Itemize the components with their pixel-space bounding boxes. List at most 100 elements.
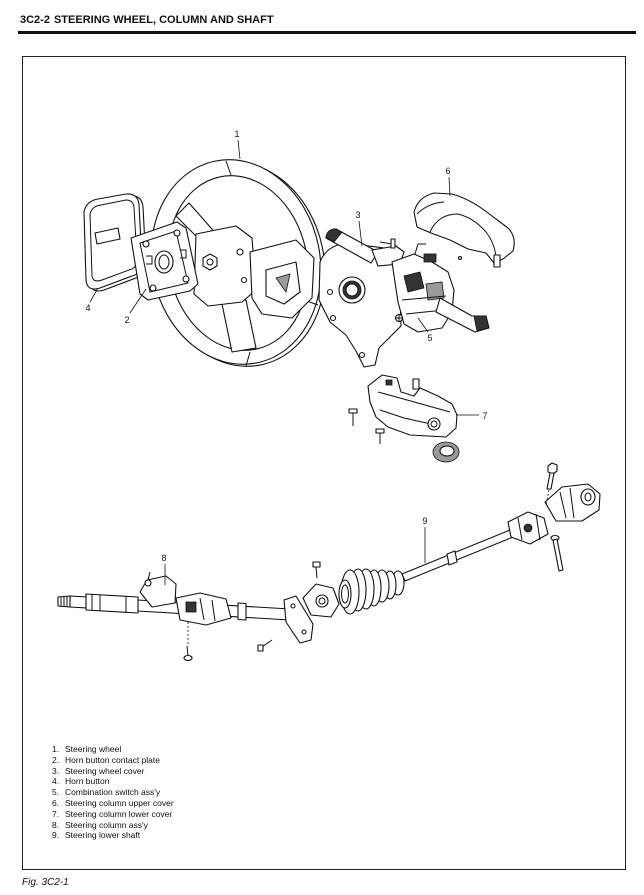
column-switch-housing [175,592,232,626]
legend-text: Steering wheel [65,744,122,754]
leader-line-4 [89,287,99,303]
callout-7: 7 [482,411,487,421]
column-rings [91,594,127,612]
legend-item: 3. Steering wheel cover [52,766,174,777]
bolt [257,639,273,652]
screw-head [375,428,385,434]
shaft-boot [338,568,405,615]
cover-hole [326,288,334,296]
steering-lower-shaft [302,462,601,618]
joint-pin [550,534,564,572]
legend-number: 4. [52,776,60,787]
assembly-line [545,489,550,507]
housing-block [185,601,197,613]
callout-6: 6 [445,166,450,176]
bolt-shank [186,645,189,657]
legend-number: 1. [52,744,60,754]
header-rule [18,31,636,34]
legend-number: 9. [52,830,60,841]
legend-number: 5. [52,787,60,798]
steering-column-lower-cover [367,374,458,438]
screw [375,428,385,444]
bolt [312,561,321,579]
screw-head [348,408,358,414]
page-number: 3C2-2 [20,14,50,26]
contact-plate-rib [139,230,189,293]
bracket-bolt-shank [147,571,151,581]
bearing-plate-ring [318,597,326,605]
legend-item: 4. Horn button [52,776,174,787]
hub [193,225,257,307]
flange-hole [290,603,296,609]
contact-plate-terminals [146,249,187,265]
horn-button [83,193,147,292]
legend-item: 9. Steering lower shaft [52,830,174,841]
legend-item: 8.Steering column ass'y [52,820,174,831]
legend-item: 5.Combination switch ass'y [52,787,174,798]
legend-item: 2.Horn button contact plate [52,755,174,766]
section-title: STEERING WHEEL, COLUMN AND SHAFT [53,14,274,26]
callout-8: 8 [161,553,166,563]
cover-hole [358,351,366,359]
boot-cuff [338,579,352,609]
steering-column-assembly [57,571,314,644]
bolt-head [257,644,264,652]
upper-cover-contour [429,213,497,257]
bolt-head [547,462,558,475]
bolt-shank [261,639,273,648]
screw [379,238,396,249]
switch-block [425,281,445,301]
screw [348,408,358,426]
leader-line-5 [417,317,429,333]
contact-plate-center-ring [158,254,170,270]
legend-item: 1. Steering wheel [52,744,174,755]
legend-number: 3. [52,765,60,776]
legend-text: Steering column upper cover [65,797,174,808]
bolt-shank [546,472,555,490]
legend-item: 6. Steering column upper cover [52,798,174,809]
cover-opening-inner [345,283,359,297]
legend-number: 2. [52,754,60,765]
contact-plate-hole [149,284,157,292]
combination-switch [325,228,490,333]
turn-signal-lever-cap [473,315,490,332]
lower-cover-clip [385,379,393,386]
legend-text: Steering wheel cover [65,765,145,776]
hub-hole [240,276,248,284]
pin-shank [552,538,564,572]
grommet [432,441,460,463]
callout-1: 1 [234,129,239,139]
housing-lines [199,597,216,622]
callout-4: 4 [85,303,90,313]
legend-text: Horn button [65,776,110,787]
bolt-head [312,561,321,568]
screw [394,313,404,323]
callout-3: 3 [355,210,360,220]
switch-block [403,271,425,293]
legend-number: 7. [52,808,60,819]
screw-slot [396,315,402,321]
upper-cover-body [413,192,515,264]
hub-nut-center [206,258,214,266]
boot-cuff-inner [341,584,349,604]
contact-plate-hole [182,275,190,283]
universal-joint-lines [517,513,541,541]
legend-number: 6. [52,797,60,808]
figure-frame [22,56,626,870]
figure-caption: Fig. 3C2-1 [22,877,69,888]
leader-line-3 [358,220,363,247]
screw-head [390,238,396,249]
steering-wheel [150,159,326,367]
lower-shaft-collar [446,550,458,566]
horn-button-emblem [94,227,121,245]
legend-item: 7.Steering column lower cover [52,809,174,820]
grommet-inner [439,445,455,457]
bolt-shank [315,566,318,579]
bracket-bolt [144,579,152,587]
bolt [183,645,193,662]
callouts: 1 2 3 4 5 6 7 8 9 [85,129,488,585]
yoke-slit [559,487,575,519]
universal-joint-spider [523,523,533,533]
legend-text: Steering lower shaft [65,830,141,841]
